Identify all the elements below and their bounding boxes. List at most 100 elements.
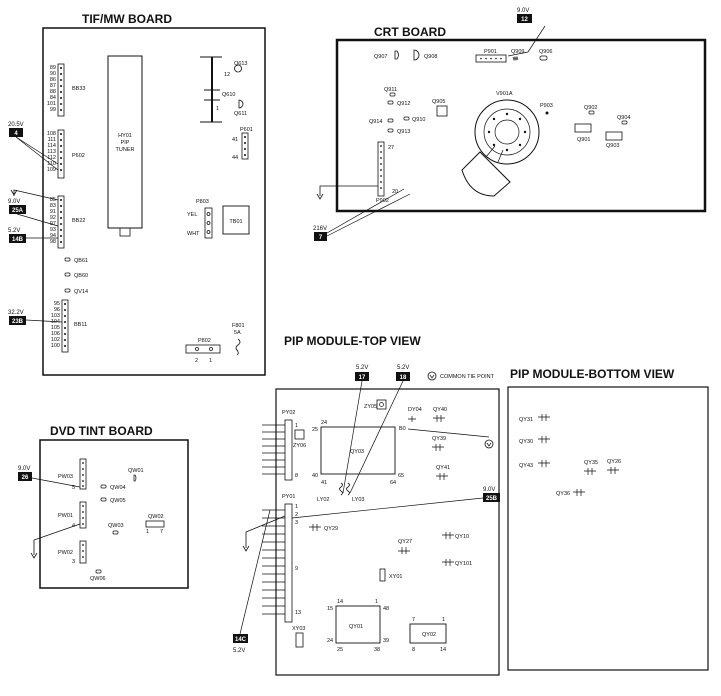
bb11-pin: 95 [54,301,60,307]
tag-voltage: 9.0V [517,8,529,14]
q610-heatsink: 12 1 Q613 Q610 Q611 [200,56,247,123]
qy43-label: QY43 [519,463,533,469]
q906-label: Q906 [539,49,552,55]
pw02-pin: 3 [72,559,75,565]
tag-7: 216V 7 [313,188,411,241]
bb11-pin: 96 [54,307,60,313]
p601-pin: 44 [232,155,238,161]
tag-voltage: 5.2V [397,365,409,371]
dvd-board-title: DVD TINT BOARD [50,424,153,438]
pw01-label: PW01 [58,513,73,519]
bb33-pin: 90 [50,71,56,77]
p602-label: P602 [72,153,85,159]
qy03-pin: 24 [321,420,327,426]
qy29-label: QY29 [324,526,338,532]
py02-label: PY02 [282,410,295,416]
pip-bottom-title: PIP MODULE-BOTTOM VIEW [510,367,675,381]
pip-top-title: PIP MODULE-TOP VIEW [284,334,421,348]
xy03-label: XY03 [292,626,305,632]
p602-pin: 112 [47,155,56,161]
pip-bottom-outline [507,386,709,671]
qy03-pin: 41 [321,480,327,486]
py02-pin: 8 [295,473,298,479]
p803-connector: P803 YEL WHT [187,199,213,239]
bb11-pin: 100 [51,343,60,349]
qy03-pin: 25 [312,427,318,433]
p601-label: P601 [240,127,253,133]
common-tie-point [484,439,494,449]
xy01-crystal [379,568,386,582]
xy03-crystal [295,632,304,648]
f801-label: F801 [232,323,245,329]
qw06-label: QW06 [90,576,106,582]
tag-number: 14B [12,237,24,243]
pip-module-bottom-view: PIP MODULE-BOTTOM VIEW QY31 QY30 QY43 QY… [507,367,709,671]
q610-label: Q610 [222,92,235,98]
tif-transistors: QB61 QB60 QV14 [64,257,88,295]
qy01-label: QY01 [349,624,363,630]
q901-label: Q901 [577,137,590,143]
p802-label: P802 [198,338,211,344]
bb22-pin: 93 [50,227,56,233]
xy01-label: XY01 [389,574,402,580]
qy01-pin: 15 [327,606,333,612]
crt-board-title: CRT BOARD [374,25,446,39]
qy01-pin: 38 [374,647,380,653]
tag-voltage: 20.5V [8,122,24,128]
bb33-pin: 84 [50,95,56,101]
qy01-pin: 39 [383,638,389,644]
tag-voltage: 5.2V [8,228,20,234]
qw04-label: QW04 [110,485,126,491]
qy01-pin: 48 [383,606,389,612]
bb33-pin: 99 [50,107,56,113]
bb11-pin: 106 [51,331,60,337]
q906-transistor [539,55,548,61]
hy01-label: HY01 [118,133,132,139]
qy27-label: QY27 [398,539,412,545]
qy26-label: QY26 [607,459,621,465]
q611-transistor [238,99,244,109]
crt-board-outline [335,38,707,213]
qy01-pin: 25 [337,647,343,653]
pip-module-top-view: PIP MODULE-TOP VIEW COMMON TIE POINT 5.2… [233,334,500,676]
tag-number: 23B [12,319,24,325]
ly02-label: LY02 [317,497,329,503]
tag-voltage: 9.0V [18,466,30,472]
py01-pin: 2 [295,512,298,518]
qy40-label: QY40 [433,407,447,413]
qy35-label: QY35 [584,460,598,466]
bb11-pin: 105 [51,325,60,331]
q908-label: Q908 [424,54,437,60]
p602-pin: 109 [47,167,56,173]
bb22-pin: 83 [50,203,56,209]
bb33-label: BB33 [72,86,85,92]
p602-pin: 110 [47,161,56,167]
pin-12: 12 [224,72,230,78]
p903-label: P903 [540,103,553,109]
tag-number: 14C [235,637,247,643]
bb33-pin: 101 [47,101,56,107]
p902-pin: 20 [392,189,398,195]
pw02-connector: PW02 3 [58,540,87,565]
tag-voltage: 216V [313,226,327,232]
q904-label: Q904 [617,115,630,121]
qw02-pin: 1 [146,529,149,535]
zy05-component [376,399,387,410]
bb22-pin: 98 [50,239,56,245]
q913-label: Q913 [397,129,410,135]
tag-26: 9.0V 26 [18,466,81,488]
tb01-label: TB01 [229,219,242,225]
py01-pin: 13 [295,610,301,616]
hy01-pip-tuner: HY01 PIP TUNER [107,55,143,237]
qy36-label: QY36 [556,491,570,497]
q903-label: Q903 [606,143,619,149]
py02-connector: PY02 1 8 ZY06 [262,410,306,481]
qw03-label: QW03 [108,523,124,529]
py01-pin: 9 [295,566,298,572]
q912-label: Q912 [397,101,410,107]
q908-transistor [413,49,420,61]
tag-voltage: 9.0V [8,199,20,205]
tag-number: 26 [22,475,29,481]
ground-arrow-crt [316,185,378,200]
p802-connector: P802 2 1 [185,338,221,364]
